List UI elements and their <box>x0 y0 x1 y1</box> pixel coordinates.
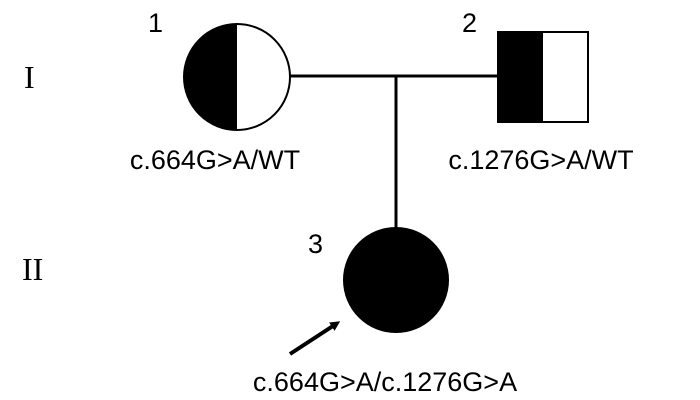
generation-label-II: II <box>22 251 43 287</box>
individual-2-genotype: c.1276G>A/WT <box>448 145 633 175</box>
individual-3-genotype: c.664G>A/c.1276G>A <box>253 367 517 397</box>
individual-2-half-filled-square <box>497 31 589 123</box>
individual-3-number: 3 <box>308 229 323 259</box>
generation-label-I: I <box>24 59 35 95</box>
proband-arrow-icon <box>288 321 341 356</box>
individual-1-genotype: c.664G>A/WT <box>130 145 300 175</box>
individual-3-filled-circle <box>343 227 449 333</box>
individual-2-number: 2 <box>462 8 477 38</box>
individual-1-half-filled-circle <box>183 23 291 131</box>
individual-1-number: 1 <box>148 8 163 38</box>
